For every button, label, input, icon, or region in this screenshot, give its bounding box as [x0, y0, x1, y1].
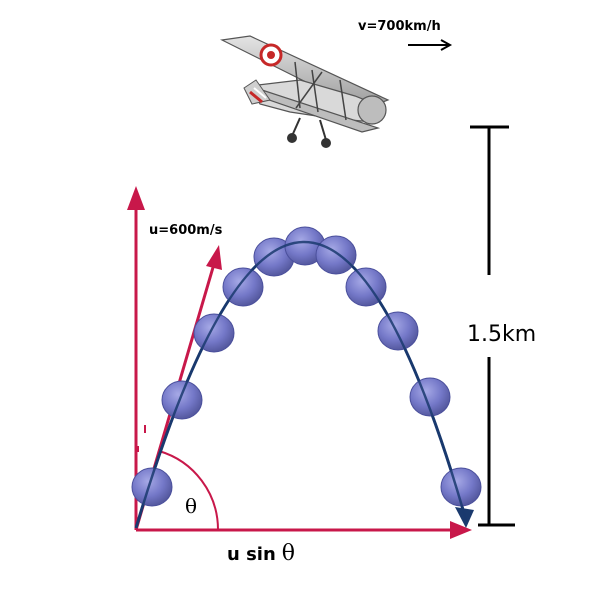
- horizontal-component-label: u sin θ: [227, 541, 295, 566]
- projectile-ball: [131, 467, 173, 507]
- trajectory-curve-overlay: [134, 240, 468, 529]
- biplane-icon: [220, 35, 390, 148]
- angle-arc: [158, 450, 220, 531]
- horizontal-axis: [136, 521, 472, 539]
- plane-direction-arrow: [408, 39, 453, 51]
- plane-speed-label: v=700km/h: [358, 19, 441, 34]
- angle-label: θ: [185, 494, 197, 518]
- theta-symbol: θ: [282, 541, 295, 566]
- height-scale-bar: [470, 125, 515, 527]
- projectile-ball: [409, 377, 451, 417]
- height-label: 1.5km: [467, 322, 536, 347]
- projectile-ball: [222, 267, 264, 307]
- projectile-ball: [315, 235, 357, 275]
- projectile-ball: [161, 380, 203, 420]
- projectile-ball: [193, 313, 235, 353]
- projectile-ball: [377, 311, 419, 351]
- velocity-label: u=600m/s: [149, 223, 223, 238]
- horizontal-prefix: u sin: [227, 544, 276, 565]
